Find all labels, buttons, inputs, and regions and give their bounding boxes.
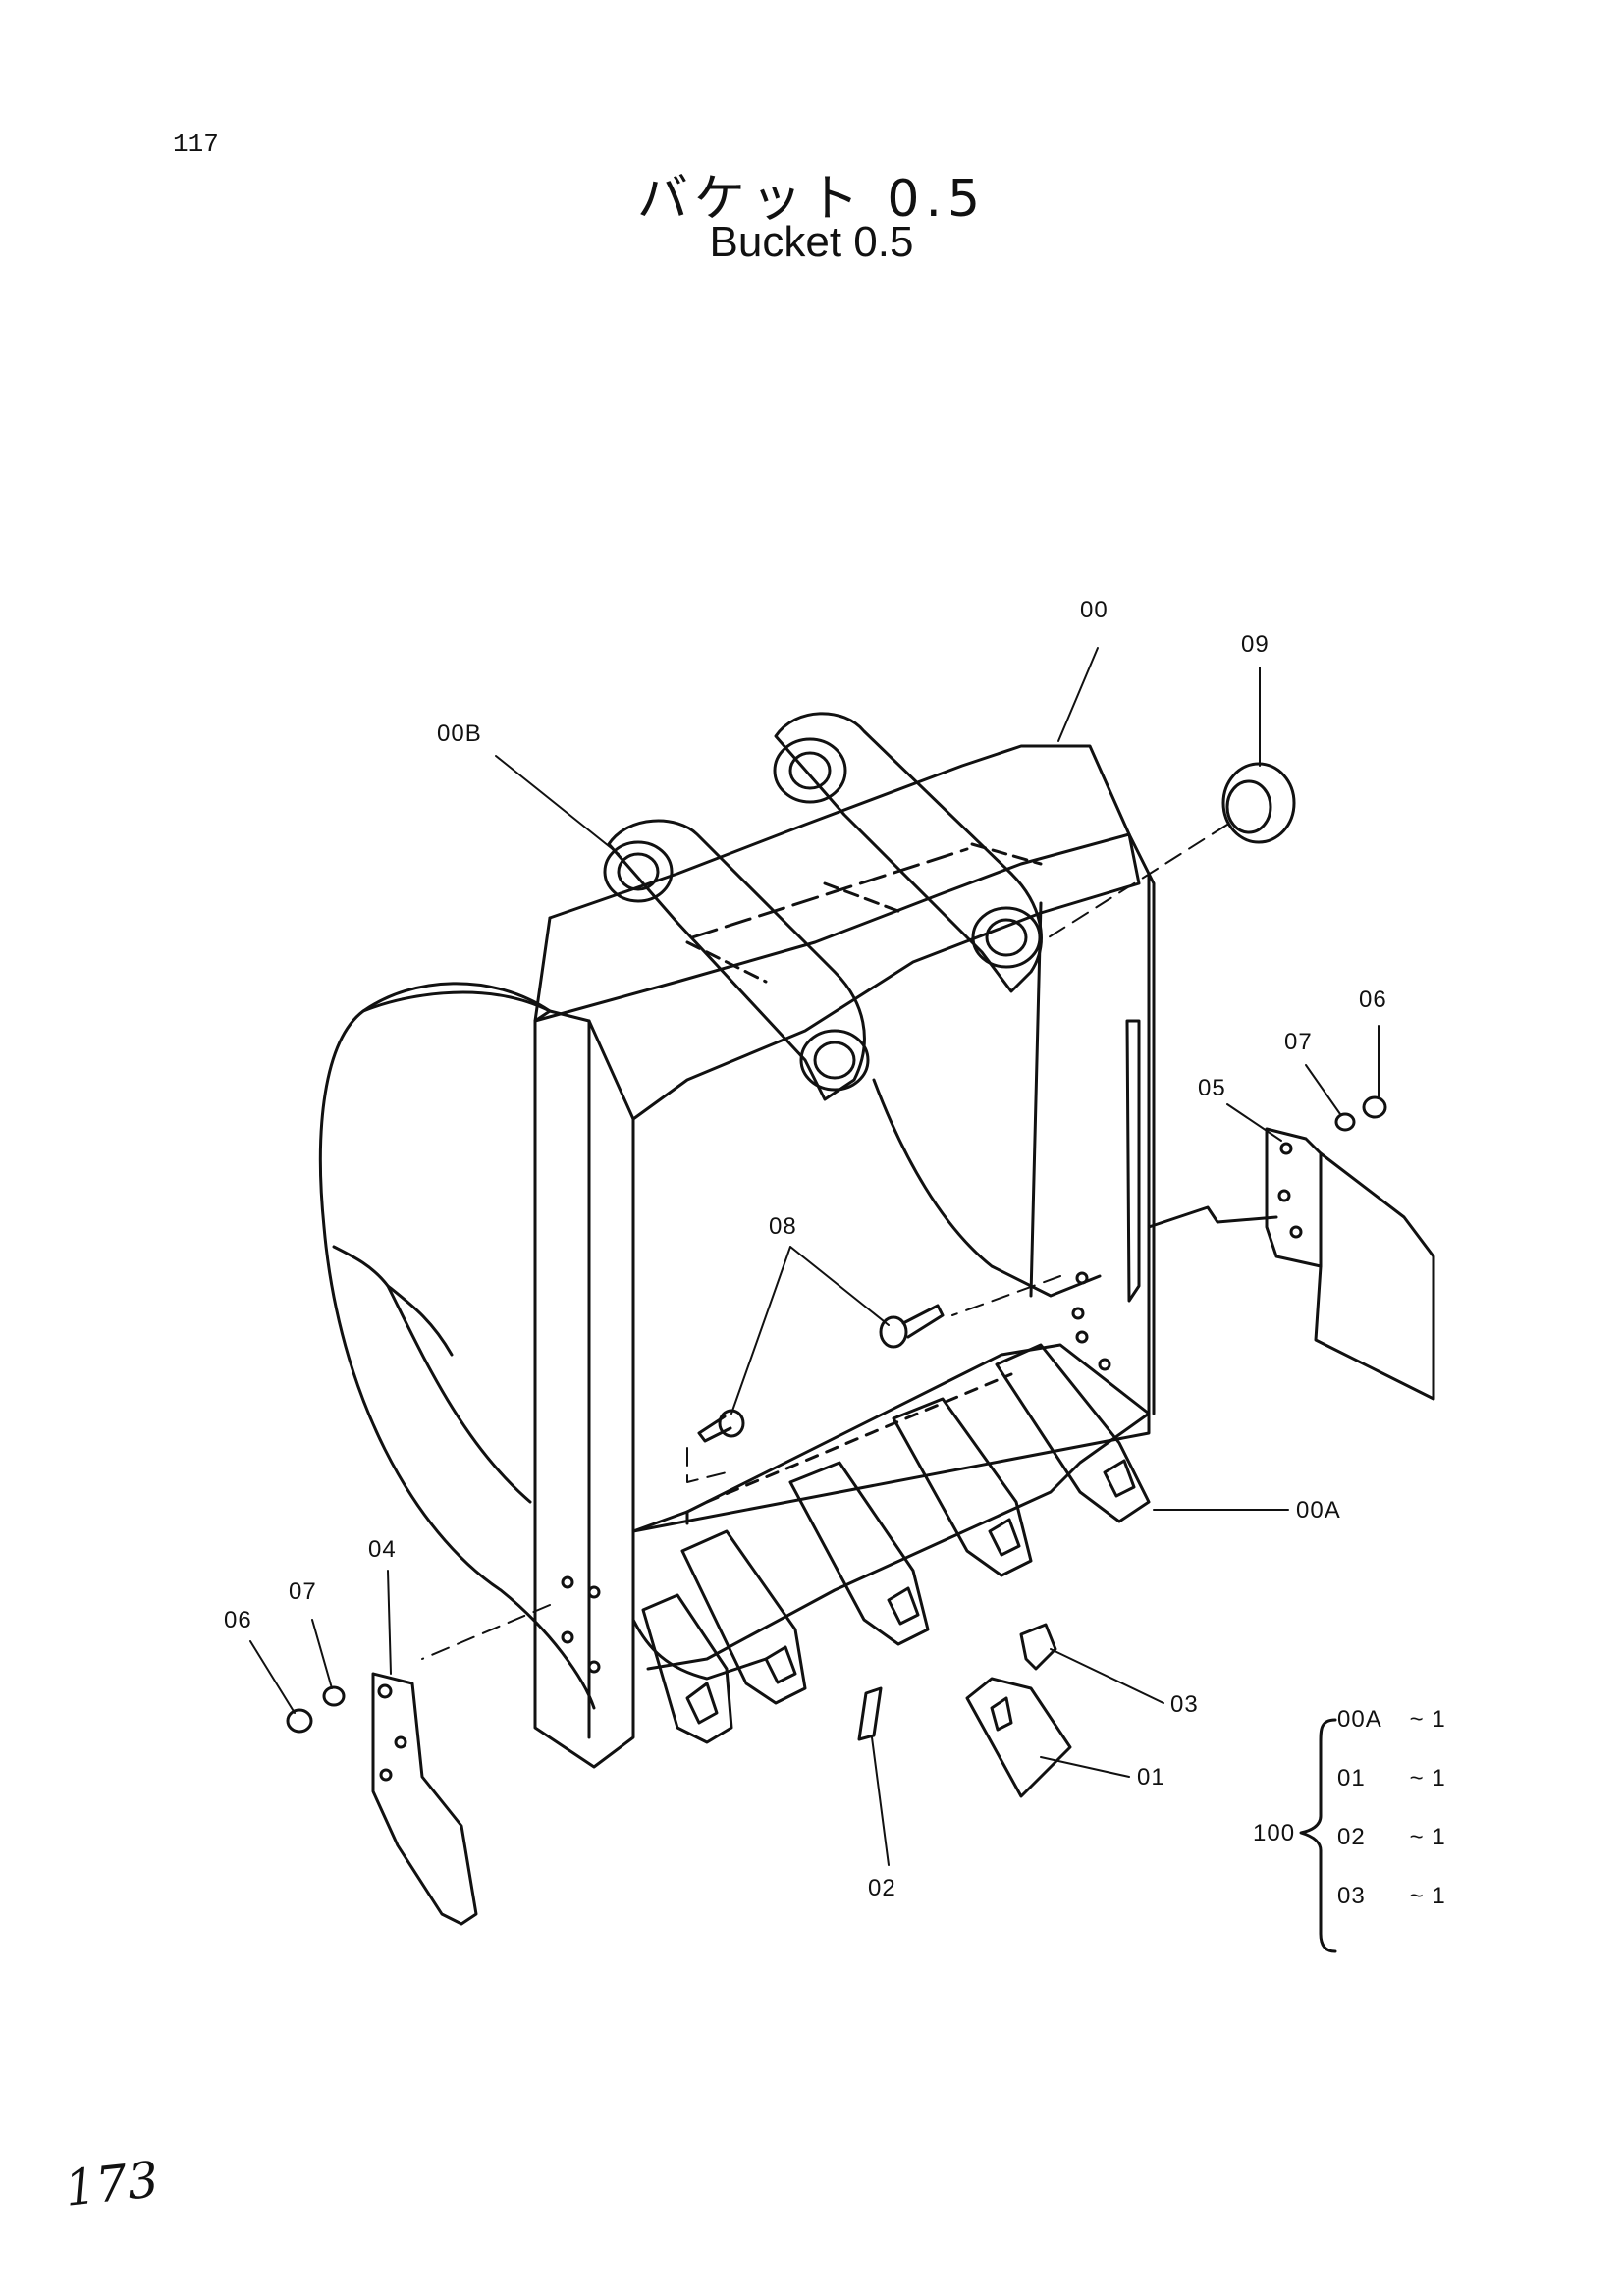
label-04: 04 — [368, 1536, 397, 1563]
left-plate-hole-4 — [587, 1660, 601, 1674]
leader-06-left — [249, 1640, 296, 1714]
kit-item-qty: ~ 1 — [1409, 1706, 1446, 1733]
leader-00 — [1057, 647, 1099, 742]
leader-04 — [387, 1570, 392, 1675]
leader-01 — [1040, 1756, 1130, 1778]
nut-washer-left — [286, 1685, 346, 1734]
leader-05 — [1226, 1103, 1282, 1142]
tooth-lock-exploded — [1019, 1623, 1057, 1671]
kit-item: 02 ~ 1 — [1337, 1824, 1446, 1883]
left-plate-hole-1 — [561, 1575, 574, 1589]
bucket-teeth — [641, 1343, 1151, 1798]
bucket-left-shell-top — [361, 982, 552, 1013]
kit-item: 01 ~ 1 — [1337, 1765, 1446, 1824]
bucket-lip — [631, 1343, 1151, 1671]
hinge-brackets — [603, 712, 1043, 1101]
right-side-plate-slot — [1125, 1019, 1141, 1303]
bucket-lip-under — [631, 1618, 768, 1681]
assembly-lines — [421, 824, 1228, 1660]
bolt-upper — [879, 1304, 945, 1349]
bucket-body — [318, 744, 1156, 1769]
nut-washer-right — [1334, 1095, 1387, 1132]
boss-mid-left — [799, 1029, 870, 1092]
kit-item-qty: ~ 1 — [1409, 1883, 1446, 1909]
tooth-pin-exploded — [857, 1686, 883, 1741]
kit-item: 00A ~ 1 — [1337, 1706, 1446, 1765]
kit-items: 00A ~ 1 01 ~ 1 02 ~ 1 03 ~ 1 — [1337, 1706, 1446, 1942]
tooth-4 — [892, 1397, 1033, 1577]
label-08: 08 — [769, 1213, 797, 1240]
label-00A: 00A — [1296, 1497, 1341, 1523]
label-06-left: 06 — [224, 1607, 252, 1633]
bucket-top-box-front — [533, 916, 552, 1023]
label-02: 02 — [868, 1875, 896, 1901]
kit-item: 03 ~ 1 — [1337, 1883, 1446, 1942]
bucket-left-shell — [318, 990, 596, 1710]
bucket-shell-band-2 — [386, 1284, 454, 1357]
left-plate-hole-2 — [587, 1585, 601, 1599]
leader-07-left — [311, 1619, 333, 1689]
title-japanese: バケット 0.5 — [636, 170, 987, 229]
kit-item-part: 03 — [1337, 1883, 1366, 1909]
inner-chain-line — [872, 1078, 1102, 1298]
title-english: Bucket 0.5 — [709, 218, 914, 266]
right-plate-hole-2 — [1075, 1330, 1089, 1344]
boss-top-right — [773, 737, 847, 804]
right-plate-hole-4 — [1071, 1307, 1085, 1320]
bolt-lower — [697, 1409, 745, 1443]
hinge-bracket-left — [607, 819, 866, 1101]
kit-item-qty: ~ 1 — [1409, 1765, 1446, 1791]
right-plate-hole-1 — [1075, 1271, 1089, 1285]
tooth-point-exploded — [965, 1677, 1072, 1798]
label-07-right: 07 — [1284, 1029, 1313, 1055]
right-plate-hole-3 — [1098, 1358, 1111, 1371]
label-05: 05 — [1198, 1075, 1226, 1101]
tooth-1 — [641, 1593, 733, 1744]
page-number: 117 — [173, 130, 219, 159]
bucket-front-wall — [631, 872, 1151, 1533]
label-09: 09 — [1241, 631, 1270, 658]
label-00: 00 — [1080, 597, 1109, 623]
bushing-09 — [1221, 762, 1296, 844]
label-07-left: 07 — [289, 1578, 317, 1605]
label-03: 03 — [1170, 1691, 1199, 1718]
bucket-front-wall-right — [1127, 832, 1156, 1415]
kit-item-qty: ~ 1 — [1409, 1824, 1446, 1850]
left-plate-hole-3 — [561, 1630, 574, 1644]
side-cutter-right — [1147, 1127, 1435, 1401]
side-cutter-left — [371, 1672, 478, 1926]
leader-08 — [730, 1246, 890, 1415]
label-06-right: 06 — [1359, 987, 1387, 1013]
kit-item-part: 02 — [1337, 1824, 1366, 1850]
boss-mid-right — [971, 906, 1042, 969]
lip-dash — [685, 1372, 1013, 1533]
leader-03 — [1050, 1648, 1164, 1704]
bucket-top-box-back — [548, 744, 1131, 920]
left-side-plate — [533, 1009, 635, 1769]
leader-lines — [249, 647, 1380, 1866]
handwritten-page-note: 173 — [62, 2151, 162, 2217]
kit-item-part: 01 — [1337, 1765, 1366, 1791]
bucket-shell-band — [332, 1245, 532, 1504]
tooth-3 — [788, 1461, 930, 1646]
tooth-2 — [680, 1529, 807, 1705]
tooth-5 — [995, 1343, 1151, 1523]
boss-top-left — [603, 840, 674, 903]
kit-number: 100 — [1253, 1820, 1296, 1846]
kit-brace — [1299, 1718, 1337, 1953]
hinge-bracket-right — [774, 712, 1043, 993]
inner-vertical-line — [1029, 901, 1043, 1298]
leader-02 — [871, 1736, 890, 1866]
kit-item-part: 00A — [1337, 1706, 1382, 1733]
label-01: 01 — [1137, 1764, 1165, 1790]
hinge-centerline — [690, 847, 969, 939]
leader-07-right — [1305, 1064, 1341, 1115]
leader-00B — [495, 755, 620, 855]
label-00B: 00B — [437, 721, 482, 747]
